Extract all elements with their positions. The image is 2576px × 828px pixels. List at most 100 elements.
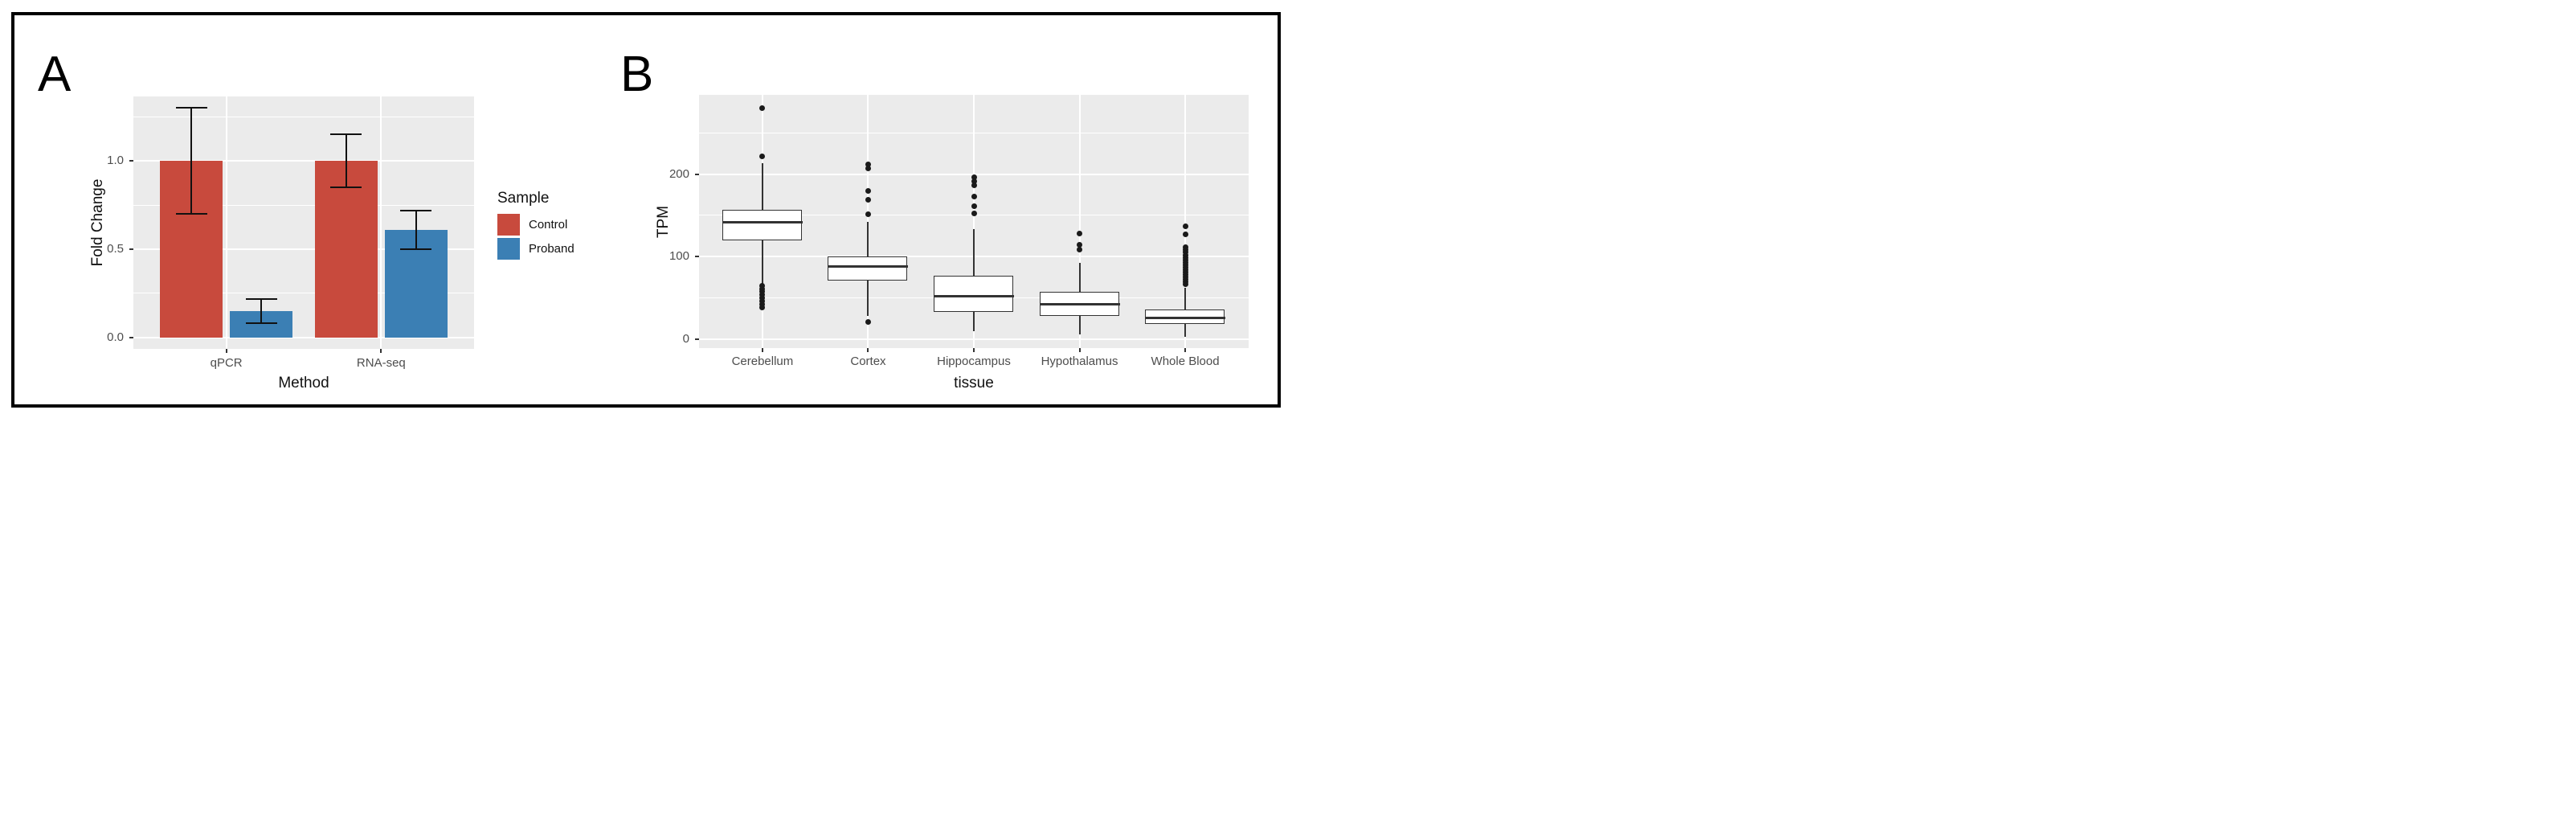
y-tick-mark [695, 338, 699, 340]
major-gridline [133, 336, 474, 338]
legend-item-proband: Proband [497, 238, 574, 260]
vertical-gridline [225, 96, 227, 349]
outlier-dot [759, 282, 766, 289]
median-line [1145, 316, 1226, 319]
error-bar-cap-top [175, 107, 207, 109]
x-tick-mark [225, 349, 227, 353]
outlier-dot [1182, 223, 1188, 229]
outlier-dot [759, 301, 766, 308]
outlier-dot [865, 318, 871, 325]
outlier-dot [759, 288, 766, 294]
outlier-dot [865, 161, 871, 167]
y-tick-label: 1.0 [107, 154, 124, 168]
outlier-dot [759, 298, 766, 304]
minor-gridline [133, 204, 474, 206]
outlier-dot [1077, 242, 1083, 248]
tissue-axis-title: tissue [954, 375, 994, 391]
outlier-dot [759, 305, 766, 311]
median-line [828, 264, 909, 268]
error-bar-cap-bottom [245, 322, 277, 325]
major-gridline [133, 160, 474, 162]
x-tick-label: RNA-seq [356, 356, 406, 370]
y-tick-label: 0.5 [107, 241, 124, 256]
median-line [934, 294, 1014, 297]
error-bar-line [415, 210, 417, 249]
x-tick-mark [380, 349, 382, 353]
legend-swatch-proband [497, 238, 520, 260]
box [934, 275, 1013, 312]
x-tick-label: qPCR [210, 356, 243, 370]
vertical-gridline [380, 96, 382, 349]
box [828, 256, 908, 281]
y-tick-mark [129, 248, 133, 250]
outlier-dot [971, 211, 977, 217]
x-tick-mark [1184, 348, 1187, 352]
outlier-dot [865, 187, 871, 194]
median-line [722, 220, 803, 223]
tpm-axis-title: TPM [655, 205, 672, 239]
error-bar-cap-top [245, 297, 277, 300]
panel-b-plot [699, 95, 1249, 348]
major-gridline [133, 248, 474, 250]
error-bar-cap-bottom [400, 248, 432, 250]
panel-b-label: B [620, 47, 654, 102]
outlier-dot [759, 105, 766, 111]
figure: A B Fold Change Method TPM tissue Sample… [0, 0, 1288, 414]
y-tick-mark [695, 173, 699, 175]
panel-a-label: A [38, 47, 72, 102]
outlier-dot [865, 196, 871, 203]
outlier-dot [971, 174, 977, 181]
legend-label: Proband [529, 242, 574, 256]
outlier-dot [1182, 231, 1188, 237]
panel-a-plot [133, 96, 474, 349]
y-tick-label: 0.0 [107, 330, 124, 344]
x-tick-label: Hypothalamus [1041, 355, 1118, 368]
error-bar-cap-top [330, 133, 362, 136]
error-bar-cap-top [400, 209, 432, 211]
x-tick-mark [761, 348, 763, 352]
legend-swatch-control [497, 214, 520, 236]
outlier-dot [971, 193, 977, 199]
x-tick-mark [973, 348, 975, 352]
median-line [1039, 303, 1120, 306]
vertical-gridline [867, 95, 869, 348]
error-bar-line [345, 134, 347, 187]
outlier-dot [759, 294, 766, 301]
x-tick-label: Whole Blood [1151, 355, 1220, 368]
legend-label: Control [529, 218, 568, 232]
outlier-dot [865, 165, 871, 171]
error-bar-cap-bottom [330, 187, 362, 189]
vertical-gridline [1078, 95, 1081, 348]
y-tick-label: 0 [682, 331, 689, 346]
y-tick-label: 200 [669, 166, 689, 181]
x-tick-label: Cortex [850, 355, 886, 368]
error-bar-line [190, 108, 193, 214]
outlier-dot [971, 203, 977, 210]
y-tick-mark [695, 256, 699, 258]
box [722, 209, 802, 240]
x-tick-label: Cerebellum [731, 355, 794, 368]
bar-control-rna-seq [314, 161, 378, 338]
outlier-dot [865, 211, 871, 218]
x-tick-mark [1078, 348, 1081, 352]
error-bar-line [260, 298, 263, 324]
outlier-dot [971, 182, 977, 189]
outlier-dot [1182, 281, 1188, 288]
outlier-dot [759, 291, 766, 297]
legend-item-control: Control [497, 214, 574, 236]
x-tick-mark [867, 348, 869, 352]
legend-title: Sample [497, 190, 550, 207]
error-bar-cap-bottom [175, 213, 207, 215]
y-tick-label: 100 [669, 249, 689, 264]
x-tick-label: Hippocampus [937, 355, 1011, 368]
vertical-gridline [973, 95, 975, 348]
outlier-dot [1077, 230, 1083, 236]
outlier-dot [971, 178, 977, 185]
outlier-dot [1077, 247, 1083, 253]
y-tick-mark [129, 160, 133, 162]
outlier-dot [759, 154, 766, 160]
vertical-gridline [1184, 95, 1187, 348]
method-axis-title: Method [278, 375, 329, 391]
